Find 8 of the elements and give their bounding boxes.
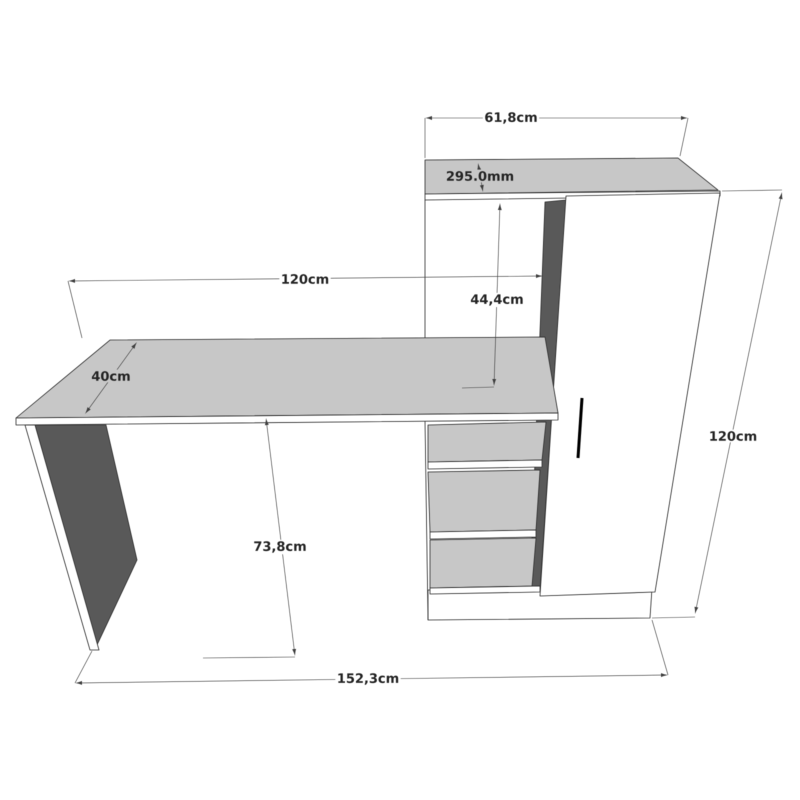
dimension-label: 73,8cm xyxy=(252,540,308,554)
dimension-label: 152,3cm xyxy=(335,672,401,686)
dimension-label: 295.0mm xyxy=(444,170,516,182)
dimension-label: 40cm xyxy=(90,370,132,382)
dimension-label: 44,4cm xyxy=(468,292,526,308)
dimension-label: 61,8cm xyxy=(482,110,540,126)
dimension-label: 120cm xyxy=(279,272,331,286)
dimension-label: 120cm xyxy=(707,430,759,442)
